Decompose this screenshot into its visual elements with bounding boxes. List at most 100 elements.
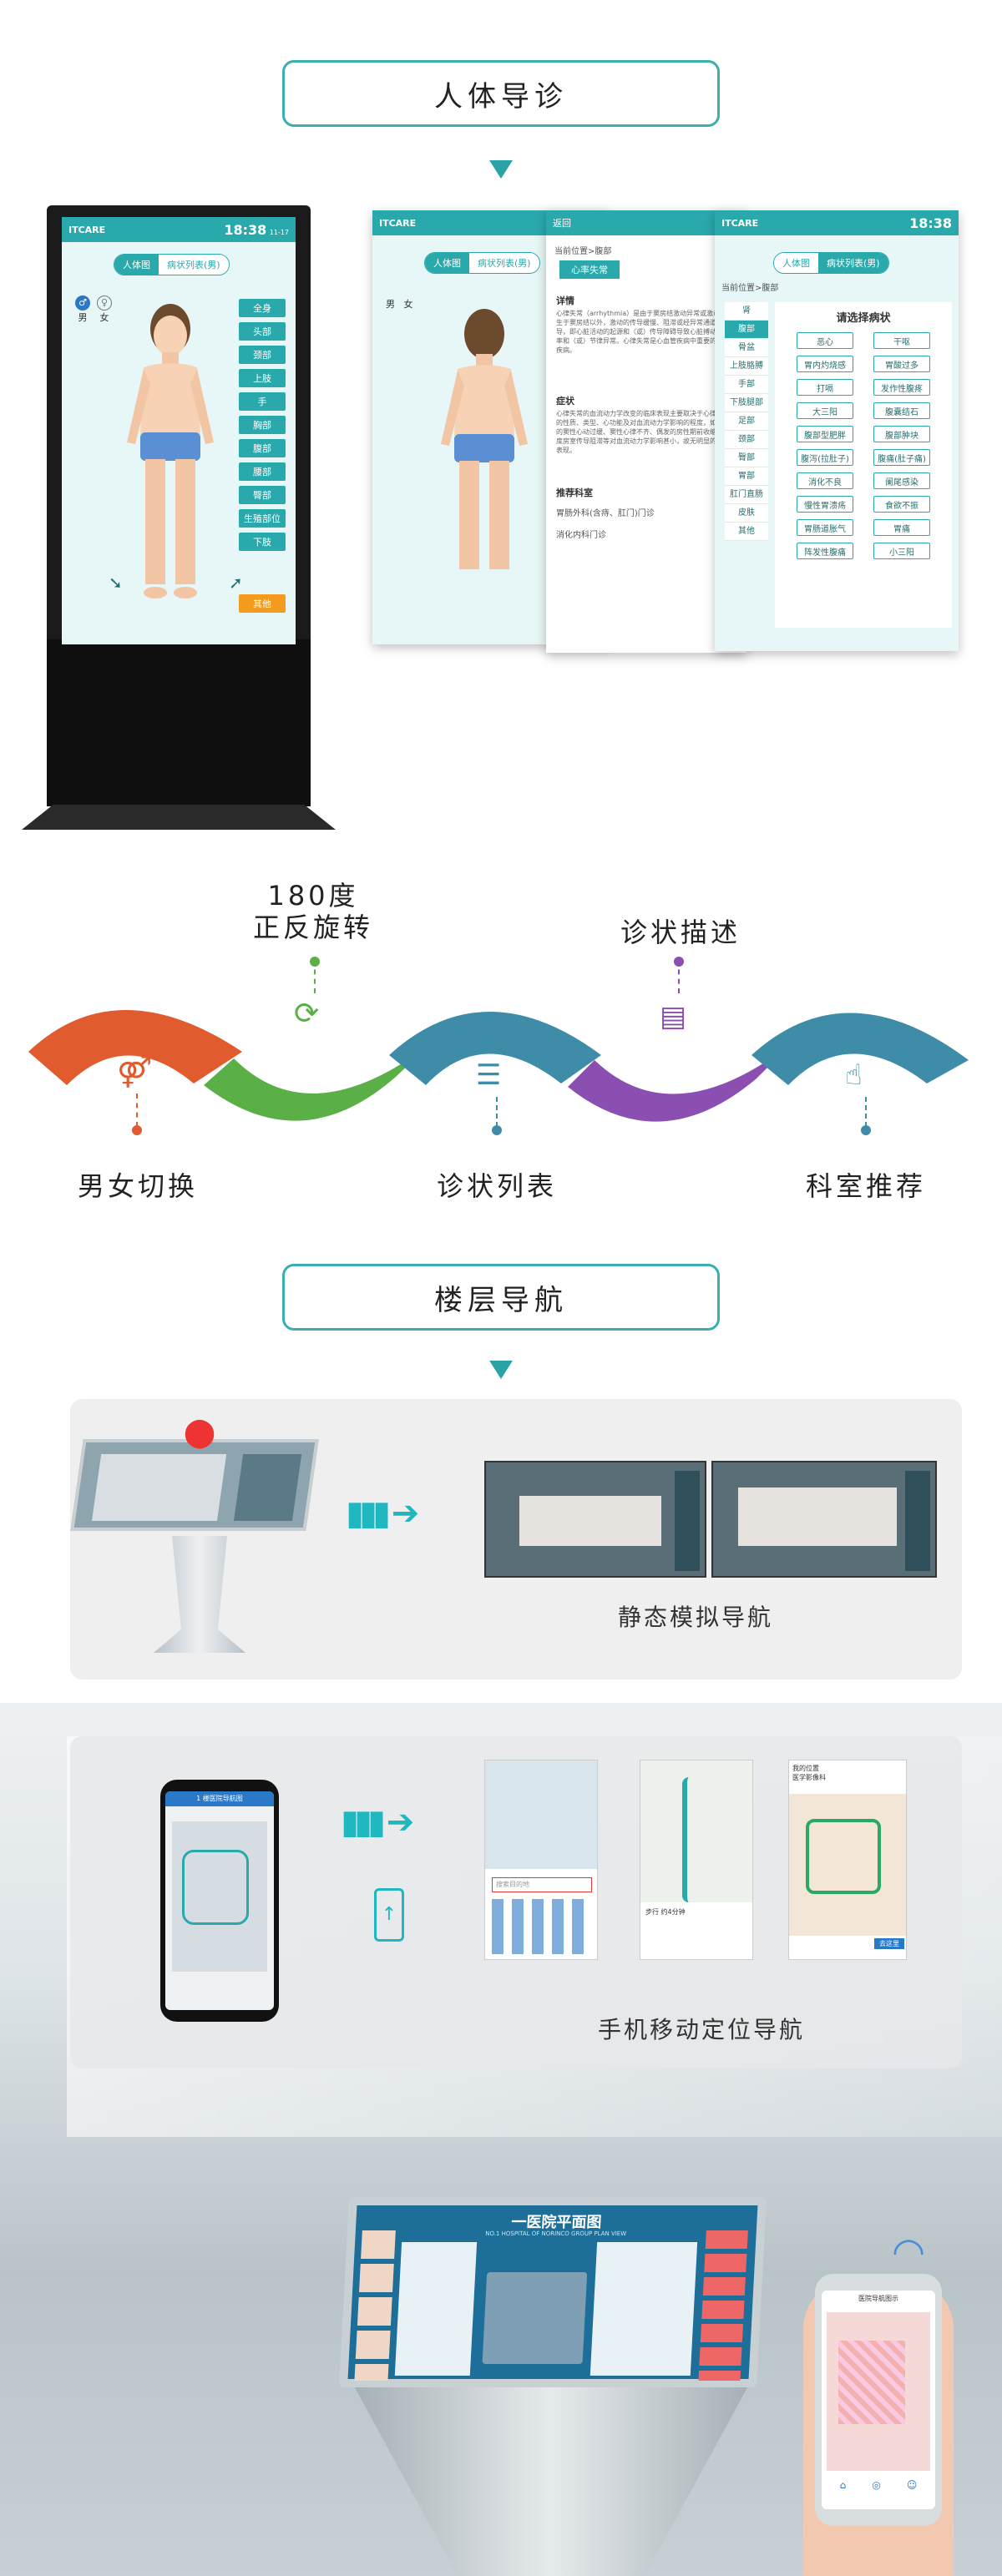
body-part-button[interactable]: 颈部 bbox=[239, 346, 286, 364]
gender-female[interactable]: ♀ 女 bbox=[97, 295, 112, 324]
region-item[interactable]: 肛门直肠 bbox=[725, 486, 768, 504]
nav-home-icon[interactable]: ⌂ bbox=[839, 2479, 847, 2491]
down-arrow-icon bbox=[489, 160, 513, 179]
feature-label: 男女切换 bbox=[77, 1170, 198, 1202]
symptom-chip[interactable]: 胃内灼烧感 bbox=[797, 356, 853, 372]
connector-dot bbox=[674, 957, 684, 967]
tab-body-map[interactable]: 人体图 bbox=[114, 255, 159, 275]
region-item[interactable]: 胃部 bbox=[725, 467, 768, 486]
symptom-chip[interactable]: 小三阳 bbox=[873, 543, 930, 559]
static-nav-screenshot bbox=[711, 1461, 937, 1578]
symptom-chip[interactable]: 阵发性腹痛 bbox=[797, 543, 853, 559]
nav-user-icon[interactable]: ☺ bbox=[906, 2479, 918, 2491]
symptom-heading: 症状 bbox=[556, 396, 574, 407]
dept-link[interactable]: 胃肠外科(含痔、肛门)门诊 bbox=[556, 509, 655, 518]
region-item[interactable]: 皮肤 bbox=[725, 504, 768, 523]
body-part-button[interactable]: 臀部 bbox=[239, 486, 286, 504]
gender-male[interactable]: ♂ 男 bbox=[75, 295, 90, 324]
connector-dot bbox=[861, 1125, 871, 1135]
body-part-button[interactable]: 上肢 bbox=[239, 369, 286, 387]
body-part-button[interactable]: 腹部 bbox=[239, 439, 286, 457]
symptom-chip[interactable]: 腹痛(肚子痛) bbox=[873, 449, 930, 466]
body-part-button[interactable]: 下肢 bbox=[239, 533, 286, 551]
region-item[interactable]: 骨盆 bbox=[725, 339, 768, 357]
kiosk-device: ITCARE 18:38 11-17 人体图 病状列表(男) ♂ 男 ♀ 女 bbox=[22, 205, 336, 830]
body-part-button[interactable]: 全身 bbox=[239, 299, 286, 317]
tab-body-map[interactable]: 人体图 bbox=[425, 253, 469, 273]
dept-link[interactable]: 消化内科门诊 bbox=[556, 531, 606, 540]
symptom-chip[interactable]: 腹囊结石 bbox=[873, 402, 930, 419]
go-here-button[interactable]: 去这里 bbox=[874, 1938, 904, 1949]
body-part-button[interactable]: 生殖部位 bbox=[239, 509, 286, 528]
mobile-nav-caption: 手机移动定位导航 bbox=[598, 2016, 806, 2043]
symptom-chip[interactable]: 大三阳 bbox=[797, 402, 853, 419]
table-kiosk-stand bbox=[154, 1536, 245, 1653]
symptom-chip[interactable]: 腹泻(拉肚子) bbox=[797, 449, 853, 466]
connector-line bbox=[496, 1097, 498, 1127]
static-nav-caption: 静态模拟导航 bbox=[618, 1604, 774, 1631]
region-item[interactable]: 其他 bbox=[725, 523, 768, 541]
symptom-chip[interactable]: 发作性腹疼 bbox=[873, 379, 930, 396]
tab-symptom-list[interactable]: 病状列表(男) bbox=[159, 255, 229, 275]
region-item[interactable]: 颈部 bbox=[725, 431, 768, 449]
symptom-chip[interactable]: 慢性胃溃疡 bbox=[797, 496, 853, 513]
route-time: 步行 约4分钟 bbox=[645, 1908, 686, 1916]
start-label: 我的位置 bbox=[792, 1765, 819, 1772]
symptom-chip[interactable]: 腹部型肥胖 bbox=[797, 426, 853, 442]
kiosk-ui: ITCARE 18:38 11-17 人体图 病状列表(男) ♂ 男 ♀ 女 bbox=[62, 217, 296, 644]
connector-line bbox=[136, 1094, 138, 1127]
other-button[interactable]: 其他 bbox=[239, 594, 286, 613]
symptom-chip[interactable]: 食欲不振 bbox=[873, 496, 930, 513]
table-kiosk-screen bbox=[70, 1439, 319, 1531]
body-figure-back[interactable] bbox=[434, 302, 534, 586]
symptom-chip[interactable]: 干呕 bbox=[873, 332, 930, 349]
body-part-button[interactable]: 手 bbox=[239, 392, 286, 411]
symptom-chip[interactable]: 胃肠道胀气 bbox=[797, 519, 853, 536]
body-part-button[interactable]: 头部 bbox=[239, 322, 286, 341]
topbar: 返回 bbox=[546, 210, 746, 235]
back-view-screen: ITCARE 人体图 病状列表(男) 男 女 bbox=[372, 210, 610, 644]
symptom-chip[interactable]: 消化不良 bbox=[797, 472, 853, 489]
region-item[interactable]: 上肢胳膊 bbox=[725, 357, 768, 376]
symptom-chip[interactable]: 胃酸过多 bbox=[873, 356, 930, 372]
symptom-chip[interactable]: 胃痛 bbox=[873, 519, 930, 536]
region-item[interactable]: 肾 bbox=[725, 302, 768, 321]
floor-buttons[interactable] bbox=[698, 2230, 748, 2381]
region-list: 肾 腹部 骨盆 上肢胳膊 手部 下肢腿部 足部 颈部 臀部 胃部 肛门直肠 皮肤… bbox=[725, 302, 768, 541]
nav-map-icon[interactable]: ◎ bbox=[872, 2479, 881, 2491]
wave-segment-purple bbox=[568, 1043, 792, 1122]
tab-symptom-list[interactable]: 病状列表(男) bbox=[818, 253, 888, 273]
clock: 18:38 bbox=[224, 221, 267, 238]
down-arrow-icon bbox=[489, 1361, 513, 1379]
tab-body-map[interactable]: 人体图 bbox=[774, 253, 818, 273]
symptom-chip[interactable]: 阑尾感染 bbox=[873, 472, 930, 489]
symptom-chip[interactable]: 腹部肿块 bbox=[873, 426, 930, 442]
feature-wave bbox=[28, 1010, 969, 1122]
region-item[interactable]: 腹部 bbox=[725, 321, 768, 339]
rotate-left-icon[interactable]: ➘ bbox=[109, 573, 123, 593]
rotate-right-icon[interactable]: ➚ bbox=[229, 573, 243, 593]
thumbs-up-icon: ☝ bbox=[845, 1058, 863, 1092]
body-part-button[interactable]: 胸部 bbox=[239, 416, 286, 434]
end-label: 医学影像科 bbox=[792, 1774, 826, 1781]
symptom-chip[interactable]: 打嗝 bbox=[797, 379, 853, 396]
connector-dot bbox=[492, 1125, 502, 1135]
phone-device: 1 楼医院导航图 bbox=[160, 1780, 279, 2022]
region-item[interactable]: 足部 bbox=[725, 412, 768, 431]
location-pin-icon: ⬤ bbox=[184, 1416, 216, 1449]
region-item[interactable]: 下肢腿部 bbox=[725, 394, 768, 412]
region-item[interactable]: 手部 bbox=[725, 376, 768, 394]
tab-symptom-list[interactable]: 病状列表(男) bbox=[469, 253, 539, 273]
disease-tag: 心率失常 bbox=[559, 260, 620, 279]
gender-switch[interactable]: 男 女 bbox=[386, 299, 413, 310]
body-figure[interactable] bbox=[120, 301, 220, 609]
search-input[interactable]: 搜索目的地 bbox=[492, 1877, 592, 1892]
region-item[interactable]: 臀部 bbox=[725, 449, 768, 467]
hero-phone: 医院导航图示 ⌂ ◎ ☺ bbox=[815, 2274, 942, 2526]
wave-segment-steel-2 bbox=[752, 1013, 969, 1085]
mobile-nav-screenshot: 步行 约4分钟 bbox=[640, 1760, 753, 1960]
back-button[interactable]: 返回 bbox=[553, 218, 571, 229]
doctor-photos bbox=[354, 2230, 396, 2381]
symptom-chip[interactable]: 恶心 bbox=[797, 332, 853, 349]
body-part-button[interactable]: 腰部 bbox=[239, 462, 286, 481]
